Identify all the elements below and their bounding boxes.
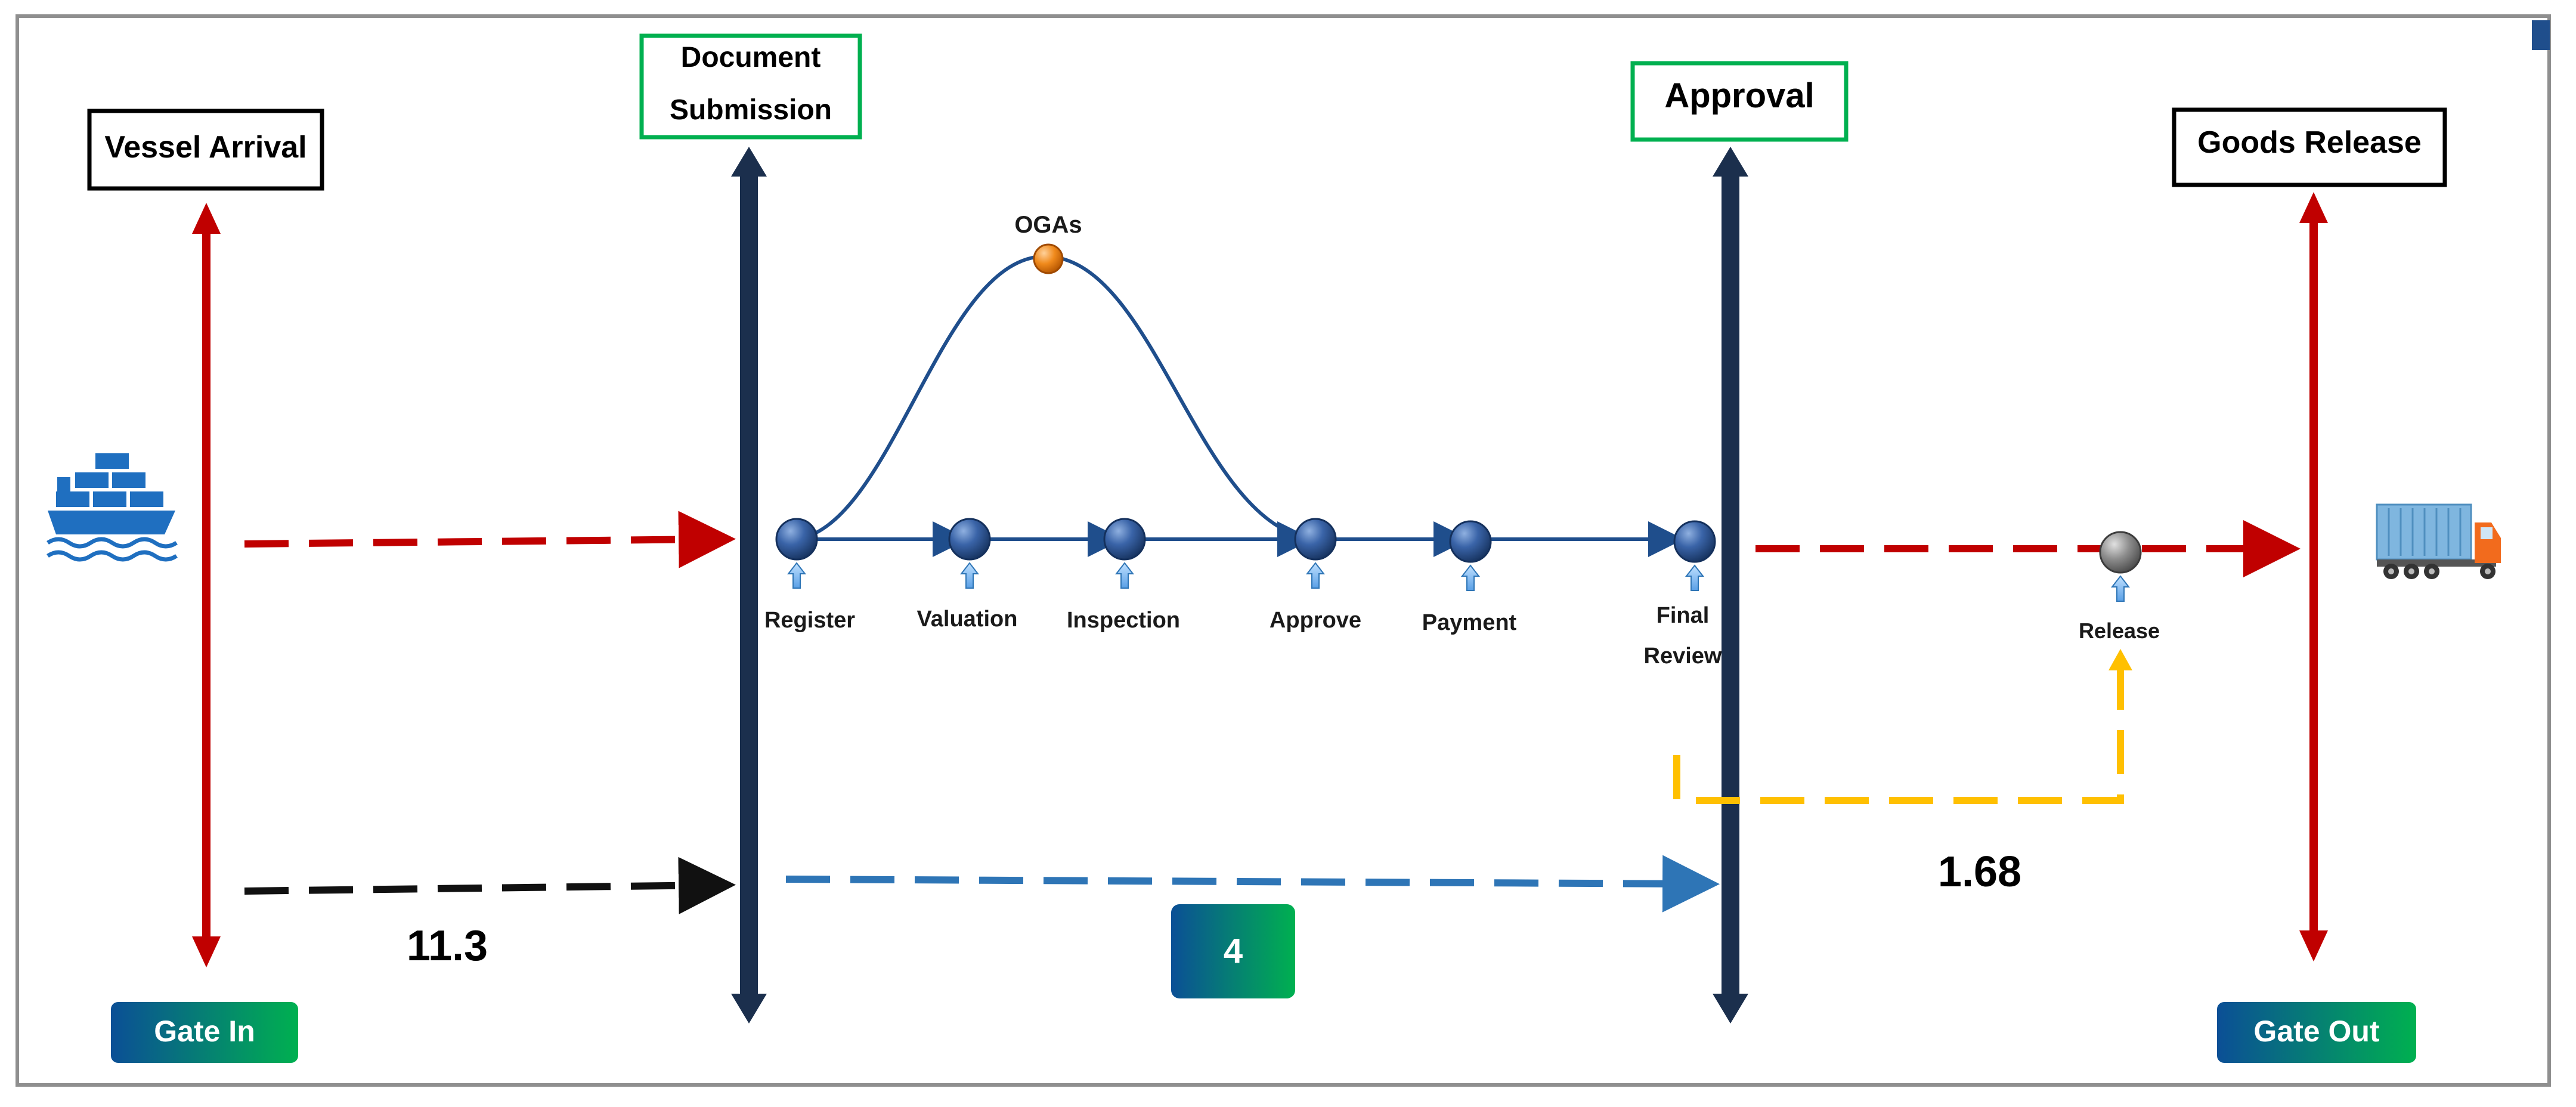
stage-document-submission: Document Submission xyxy=(639,33,862,140)
up-arrow-icon xyxy=(959,562,980,589)
dashed-arrow-arrival-to-submission xyxy=(244,511,736,568)
red-double-arrow-left xyxy=(192,203,221,967)
step-label-final-review-line2: Review xyxy=(1644,644,1722,669)
stage-goods-release: Goods Release xyxy=(2172,107,2447,187)
navy-pillar-approval xyxy=(1713,147,1748,1023)
node-inspection xyxy=(1103,518,1146,561)
step-label-payment: Payment xyxy=(1422,610,1517,635)
cargo-ship-icon xyxy=(47,453,178,562)
step-label-register: Register xyxy=(764,608,855,633)
step-label-ogas: OGAs xyxy=(1014,212,1082,238)
node-payment xyxy=(1449,520,1492,563)
gate-in-label: Gate In xyxy=(154,1015,255,1048)
stage-vessel-arrival-label: Vessel Arrival xyxy=(104,130,306,165)
stage-goods-release-label: Goods Release xyxy=(2197,125,2422,160)
stage-document-label-line2: Submission xyxy=(670,94,832,126)
step-label-approve: Approve xyxy=(1270,608,1361,633)
dashed-duration-arrow-black xyxy=(244,856,736,914)
diagram-frame xyxy=(16,14,2551,1087)
gate-out-badge: Gate Out xyxy=(2217,1002,2416,1063)
up-arrow-icon xyxy=(1114,562,1135,589)
duration-badge-submission-to-approval: 4 xyxy=(1171,904,1295,998)
dashed-arrow-yellow-to-release xyxy=(1673,657,2124,804)
stage-document-label-line1: Document xyxy=(681,42,821,73)
gate-out-label: Gate Out xyxy=(2253,1015,2379,1048)
up-arrow-icon xyxy=(787,562,807,589)
red-double-arrow-right xyxy=(2299,192,2328,961)
node-register xyxy=(775,518,818,561)
yellow-arrow-head xyxy=(2109,649,2132,670)
up-arrow-icon xyxy=(1305,562,1326,589)
node-release xyxy=(2099,531,2142,574)
step-label-inspection: Inspection xyxy=(1067,608,1180,633)
duration-approval-to-release: 1.68 xyxy=(1938,848,2021,896)
node-approve xyxy=(1294,518,1337,561)
gate-in-badge: Gate In xyxy=(111,1002,298,1063)
duration-submission-to-approval: 4 xyxy=(1224,932,1243,970)
corner-marker xyxy=(2532,20,2550,50)
oga-curve xyxy=(796,254,1316,541)
node-final-review xyxy=(1673,520,1716,563)
up-arrow-icon xyxy=(1685,564,1705,591)
container-truck-icon xyxy=(2376,503,2501,579)
navy-pillar-document xyxy=(731,147,767,1023)
duration-arrival-to-submission: 11.3 xyxy=(407,922,488,970)
stage-approval-label: Approval xyxy=(1664,76,1814,115)
stage-approval: Approval xyxy=(1630,61,1849,142)
node-ogas xyxy=(1033,243,1064,274)
step-label-valuation: Valuation xyxy=(917,607,1018,632)
step-label-release: Release xyxy=(2079,619,2160,643)
up-arrow-icon xyxy=(1460,564,1481,591)
stage-vessel-arrival: Vessel Arrival xyxy=(87,109,324,191)
up-arrow-icon xyxy=(2110,575,2131,602)
dashed-duration-arrow-blue xyxy=(785,855,1720,913)
node-valuation xyxy=(948,518,991,561)
step-label-final-review-line1: Final xyxy=(1657,603,1710,628)
